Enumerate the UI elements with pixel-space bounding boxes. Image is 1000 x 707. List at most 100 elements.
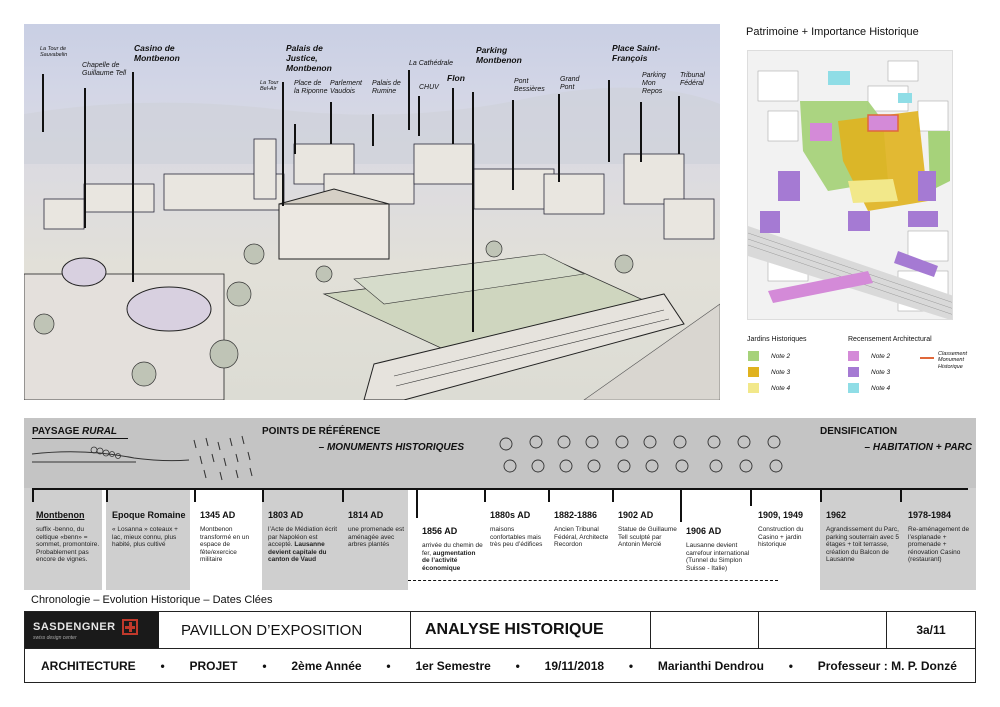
tb-semestre: 1er Semestre — [415, 659, 491, 673]
event-text: l’Acte de Médiation écrit par Napoléon e… — [268, 526, 338, 549]
tb-architecture: ARCHITECTURE — [41, 659, 136, 673]
page-number: 3a/11 — [916, 623, 946, 637]
pin-riponne — [294, 124, 296, 154]
timeline-shade-romaine — [106, 488, 190, 590]
tick — [106, 488, 108, 502]
header-rural: PAYSAGE RURAL — [32, 426, 117, 437]
event-year: 1345 AD — [200, 510, 236, 520]
legend-label: Note 3 — [771, 368, 791, 376]
event-bold: augmentation de l’activité économique — [422, 549, 476, 572]
event-year: Montbenon — [36, 510, 85, 520]
tick — [342, 488, 344, 502]
event-text: Re-aménagement de l’esplanade + promenad… — [908, 526, 970, 564]
label-parlement: Parlement Vaudois — [330, 80, 362, 96]
map-title: Patrimoine + Importance Historique — [746, 26, 919, 38]
separator-dot: • — [788, 659, 793, 673]
separator-dot: • — [262, 659, 267, 673]
legend-label: Note 2 — [871, 352, 891, 360]
legend-label: Note 4 — [771, 384, 791, 392]
tick — [612, 488, 614, 502]
swatch — [848, 383, 859, 393]
label-sauvabelin: La Tour de Sauvabelin — [40, 46, 68, 59]
event-year: 1962 — [826, 510, 847, 520]
map-drawing — [748, 51, 952, 319]
pin-grand-pont — [558, 94, 560, 182]
event-year: 1909, 1949 — [758, 510, 804, 520]
tick — [194, 488, 196, 502]
label-rumine: Palais de Rumine — [372, 80, 401, 96]
label-mon-repos: Parking Mon Repos — [642, 72, 666, 96]
pin-casino — [132, 72, 134, 282]
timeline-axis — [32, 488, 968, 490]
label-flon: Flon — [447, 73, 465, 83]
header-reference: POINTS DE RÉFÉRENCE — [262, 426, 381, 437]
label-chuv: CHUV — [419, 84, 439, 91]
event-text: Statue de Guillaume Tell sculpté par Ant… — [618, 526, 677, 549]
tick — [680, 488, 682, 522]
chrono-caption: Chronologie – Evolution Historique – Dat… — [31, 594, 273, 606]
pin-rumine — [372, 114, 374, 146]
tb-annee: 2ème Année — [291, 659, 362, 673]
legend-label: Note 2 — [771, 352, 791, 360]
swatch — [748, 367, 759, 377]
timeline-dashed-axis — [408, 580, 778, 581]
label-tribunal: Tribunal Fédéral — [680, 72, 705, 88]
header-rural-a: PAYSAGE — [32, 426, 83, 437]
legend-garden-note2: Note 2 — [748, 351, 790, 361]
label-riponne: Place de la Riponne — [294, 80, 328, 96]
event-text: Montbenon transformé en un espace de fêt… — [200, 526, 250, 564]
event-year: 1978-1984 — [908, 510, 952, 520]
label-bessieres: Pont Bessières — [514, 78, 545, 94]
tick — [262, 488, 264, 502]
pin-saint-francois — [608, 80, 610, 162]
tick — [820, 488, 822, 502]
logo: SASDENGNER swiss design center — [25, 612, 159, 648]
legend-garden-note4: Note 4 — [748, 383, 790, 393]
pin-flon — [452, 88, 454, 144]
pavillon-title: PAVILLON D’EXPOSITION — [181, 621, 363, 639]
legend-garden-note3: Note 3 — [748, 367, 790, 377]
tick — [484, 488, 486, 502]
event-text: Construction du Casino + jardin historiq… — [758, 526, 804, 549]
event-year: 1814 AD — [348, 510, 384, 520]
label-chapelle: Chapelle de Guillaume Tell — [82, 62, 127, 78]
event-year: Epoque Romaine — [112, 510, 186, 520]
tick — [750, 488, 752, 506]
timeline-shade-densification — [820, 488, 976, 590]
logo-text: SASDENGNER — [33, 621, 116, 633]
heritage-map — [747, 50, 953, 320]
event-text: « Losanna » coteaux + lac, mieux connu, … — [112, 526, 178, 549]
event-romaine: Epoque Romaine « Losanna » coteaux + lac,… — [112, 510, 186, 549]
header-densification: DENSIFICATION — [820, 426, 898, 437]
event-1345: 1345 AD Montbenon transformé en un espace… — [200, 510, 258, 564]
legend-census-note3: Note 3 — [848, 367, 890, 377]
tick — [416, 488, 418, 518]
pin-chuv — [418, 96, 420, 136]
swatch — [848, 367, 859, 377]
legend-monument-label: Classement Monument Historique — [938, 351, 968, 370]
header-densification-sub: – HABITATION + PARC — [864, 442, 972, 453]
tb-info-row: ARCHITECTURE • PROJET • 2ème Année • 1er… — [25, 648, 975, 683]
pin-palais — [282, 82, 284, 206]
timeline: PAYSAGE RURAL POINTS DE RÉFÉRENCE – MONU… — [24, 418, 976, 590]
pin-mon-repos — [640, 102, 642, 162]
event-text: une promenade est aménagée avec arbres p… — [348, 526, 405, 549]
pin-bessieres — [512, 100, 514, 190]
event-text: arrivée du chemin de fer, — [422, 542, 483, 557]
tb-cell-empty-1 — [651, 612, 759, 648]
tb-cell-empty-2 — [759, 612, 887, 648]
event-bold: Lausanne devient capitale du canton de V… — [268, 541, 327, 564]
tb-cell-analyse: ANALYSE HISTORIQUE — [411, 612, 651, 648]
label-saint-francois: Place Saint-François — [612, 43, 661, 63]
label-palais: Palais de Justice, Montbenon — [286, 43, 332, 73]
label-bel-air: La Tour Bel-Air — [260, 80, 279, 93]
timeline-shade-left — [24, 488, 102, 590]
